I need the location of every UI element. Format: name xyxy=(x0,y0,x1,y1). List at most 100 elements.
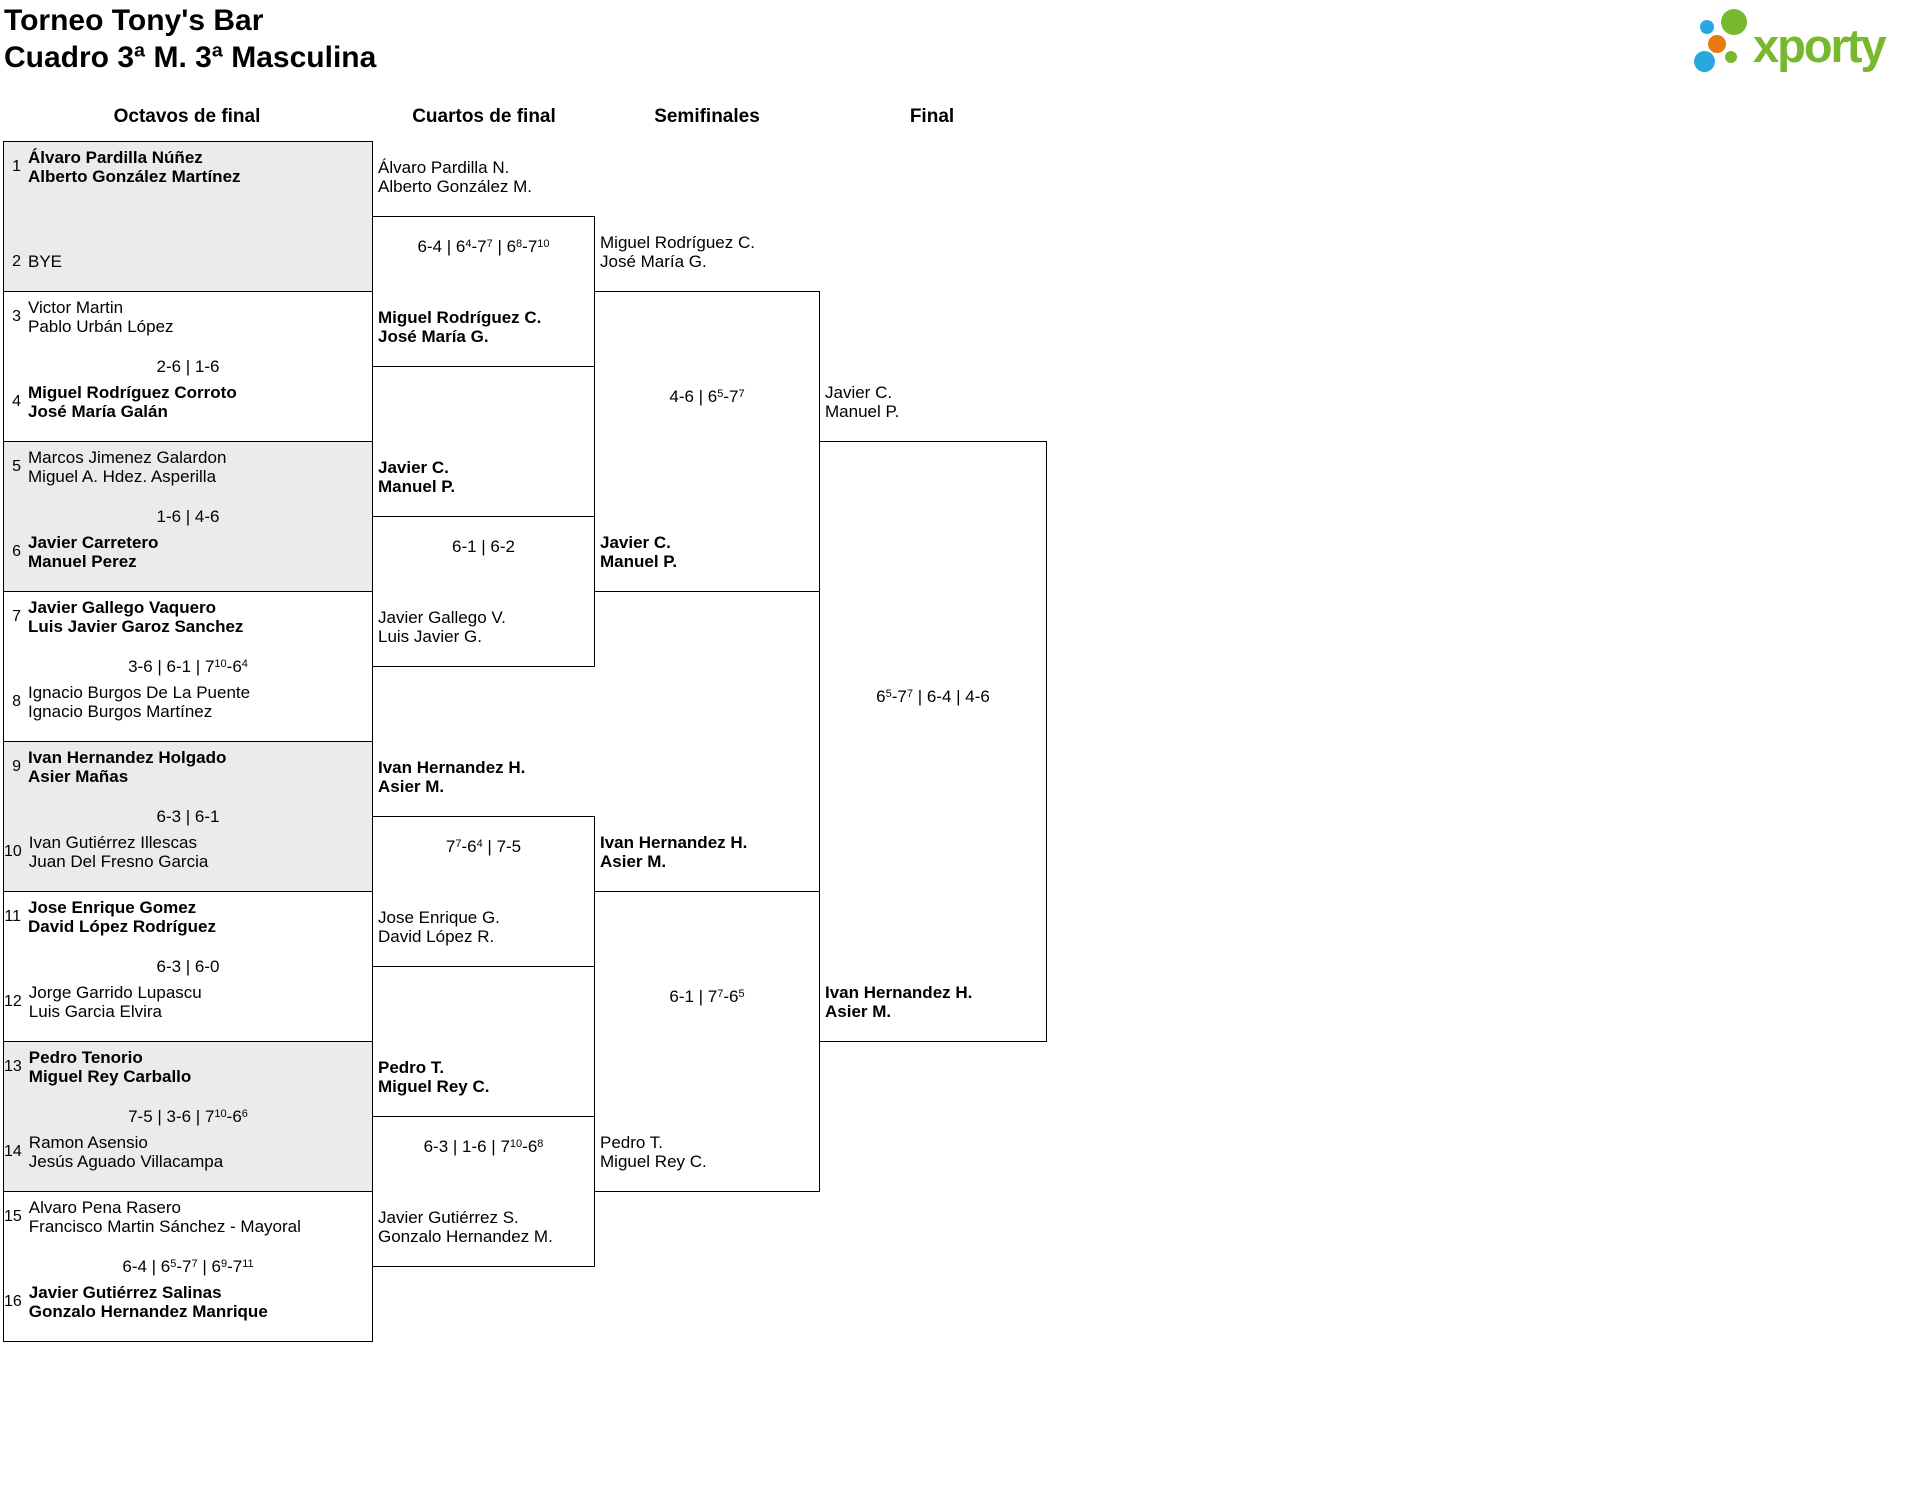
player-2-name: Miguel Rey C. xyxy=(600,1152,707,1171)
player-1-name: Javier C. xyxy=(600,533,671,552)
player-1-name: Miguel Rodríguez Corroto xyxy=(28,383,237,402)
octavos-entry-15: 15 Alvaro Pena Rasero Francisco Martin S… xyxy=(4,1198,368,1236)
octavos-entry-10: 10 Ivan Gutiérrez Illescas Juan Del Fres… xyxy=(4,833,368,871)
player-1-name: Javier C. xyxy=(378,458,449,477)
player-1-name: Jose Enrique Gomez xyxy=(28,898,197,917)
player-1-name: Pedro Tenorio xyxy=(28,1048,143,1067)
page-title: Torneo Tony's Bar Cuadro 3ª M. 3ª Mascul… xyxy=(4,2,376,76)
octavos-match-box-3 xyxy=(3,441,373,592)
seed-number: 1 xyxy=(12,158,21,175)
match-score: 65-77 | 6-4 | 4-6 xyxy=(876,687,990,706)
round-header-cuartos: Cuartos de final xyxy=(412,106,556,127)
match-score: 6-1 | 6-2 xyxy=(451,537,515,556)
octavos-entry-4: 4 Miguel Rodríguez Corroto José María Ga… xyxy=(4,383,368,421)
match-score: 6-1 | 77-65 xyxy=(669,987,745,1006)
octavos-entry-9: 9 Ivan Hernandez Holgado Asier Mañas xyxy=(4,748,368,786)
player-2-name: Francisco Martin Sánchez - Mayoral xyxy=(28,1217,301,1236)
seed-number: 2 xyxy=(12,252,21,270)
match-score: 6-3 | 1-6 | 710-68 xyxy=(423,1137,544,1156)
match-score: 2-6 | 1-6 xyxy=(156,357,220,376)
seed-number: 5 xyxy=(12,458,21,475)
octavos-match-box-8 xyxy=(3,1191,373,1342)
seed-number: 12 xyxy=(4,993,22,1010)
logo-dot-orange-icon xyxy=(1708,35,1726,53)
match-score: 6-4 | 65-77 | 69-711 xyxy=(122,1257,254,1276)
player-2-name: Manuel P. xyxy=(378,477,456,496)
logo-dot-green-small-icon xyxy=(1725,51,1737,63)
player-2-name: Manuel P. xyxy=(825,402,900,421)
octavos-entry-5: 5 Marcos Jimenez Galardon Miguel A. Hdez… xyxy=(4,448,368,486)
team-names: Jose Enrique Gomez David López Rodríguez xyxy=(28,898,368,936)
player-1-name: Javier C. xyxy=(825,383,893,402)
player-1-name: Ivan Hernandez H. xyxy=(378,758,526,777)
seed-number: 13 xyxy=(4,1058,22,1075)
semifinal-team: Javier C. Manuel P. xyxy=(600,533,819,571)
player-1-name: Javier Carretero xyxy=(28,533,159,552)
player-1-name: Miguel Rodríguez C. xyxy=(600,233,755,252)
cuartos-team: Pedro T. Miguel Rey C. xyxy=(378,1058,594,1096)
player-1-name: Ivan Hernandez Holgado xyxy=(28,748,227,767)
team-names: Javier Gutiérrez Salinas Gonzalo Hernand… xyxy=(29,1283,368,1321)
player-2-name: Gonzalo Hernandez Manrique xyxy=(28,1302,268,1321)
player-2-name: Pablo Urbán López xyxy=(28,317,174,336)
seed-number: 7 xyxy=(12,608,21,625)
octavos-entry-2: 2 BYE xyxy=(4,252,368,271)
match-score: 6-3 | 6-0 xyxy=(156,957,220,976)
logo-dot-green-large-icon xyxy=(1721,9,1747,35)
round-header-semifinales: Semifinales xyxy=(654,106,760,127)
player-1-name: Jose Enrique G. xyxy=(378,908,500,927)
player-2-name: Asier M. xyxy=(600,852,667,871)
match-score: 3-6 | 6-1 | 710-64 xyxy=(128,657,248,676)
round-header-octavos: Octavos de final xyxy=(113,106,261,127)
octavos-entry-12: 12 Jorge Garrido Lupascu Luis Garcia Elv… xyxy=(4,983,368,1021)
player-2-name: José María G. xyxy=(600,252,707,271)
player-1-name: Victor Martin xyxy=(28,298,124,317)
player-1-name: Ramon Asensio xyxy=(28,1133,148,1152)
cuartos-team: Ivan Hernandez H. Asier M. xyxy=(378,758,594,796)
player-1-name: Álvaro Pardilla N. xyxy=(378,158,510,177)
final-team: Javier C. Manuel P. xyxy=(825,383,1045,421)
team-names: Victor Martin Pablo Urbán López xyxy=(28,298,368,336)
player-1-name: Ivan Gutiérrez Illescas xyxy=(28,833,197,852)
player-1-name: Javier Gallego Vaquero xyxy=(28,598,217,617)
team-names: Ivan Gutiérrez Illescas Juan Del Fresno … xyxy=(29,833,368,871)
seed-number: 6 xyxy=(12,543,21,560)
round-header-final: Final xyxy=(909,106,955,127)
match-score: 6-4 | 64-77 | 68-710 xyxy=(417,237,550,256)
semifinal-team: Miguel Rodríguez C. José María G. xyxy=(600,233,819,271)
player-2-name: Luis Javier G. xyxy=(378,627,482,646)
player-1-name: Alvaro Pena Rasero xyxy=(28,1198,181,1217)
player-1-name: Jorge Garrido Lupascu xyxy=(28,983,202,1002)
seed-number: 8 xyxy=(12,693,21,710)
octavos-entry-13: 13 Pedro Tenorio Miguel Rey Carballo xyxy=(4,1048,368,1086)
logo-dot-blue-small-icon xyxy=(1700,20,1714,34)
xporty-logo[interactable]: xporty xyxy=(1690,6,1912,78)
player-2-name: David López R. xyxy=(378,927,495,946)
logo-dot-blue-large-icon xyxy=(1694,51,1715,72)
octavos-entry-1: 1 Álvaro Pardilla Núñez Alberto González… xyxy=(4,148,368,186)
seed-number: 11 xyxy=(4,908,21,925)
player-2-name: Asier M. xyxy=(378,777,445,796)
team-names: Ivan Hernandez Holgado Asier Mañas xyxy=(28,748,368,786)
player-2-name: Asier M. xyxy=(825,1002,892,1021)
seed-number: 4 xyxy=(12,393,21,410)
semifinal-team: Ivan Hernandez H. Asier M. xyxy=(600,833,819,871)
seed-number: 15 xyxy=(4,1208,22,1225)
player-1-name: Javier Gutiérrez S. xyxy=(378,1208,519,1227)
octavos-entry-11: 11 Jose Enrique Gomez David López Rodríg… xyxy=(4,898,368,936)
player-2-name: Manuel Perez xyxy=(28,552,137,571)
player-2-name: Luis Garcia Elvira xyxy=(28,1002,163,1021)
player-2-name: Jesús Aguado Villacampa xyxy=(28,1152,224,1171)
octavos-match-box-1 xyxy=(3,141,373,292)
player-1-name: Javier Gutiérrez Salinas xyxy=(28,1283,222,1302)
player-2-name: Miguel A. Hdez. Asperilla xyxy=(28,467,217,486)
cuartos-team: Jose Enrique G. David López R. xyxy=(378,908,594,946)
player-2-name: David López Rodríguez xyxy=(28,917,216,936)
cuartos-team: Miguel Rodríguez C. José María G. xyxy=(378,308,594,346)
champion-team: Ivan Hernandez H. Asier M. xyxy=(825,983,1045,1021)
player-1-name: Pedro T. xyxy=(378,1058,445,1077)
octavos-entry-8: 8 Ignacio Burgos De La Puente Ignacio Bu… xyxy=(4,683,368,721)
team-names: Marcos Jimenez Galardon Miguel A. Hdez. … xyxy=(28,448,368,486)
cuartos-team: Álvaro Pardilla N. Alberto González M. xyxy=(378,158,594,196)
player-2-name: José María Galán xyxy=(28,402,168,421)
